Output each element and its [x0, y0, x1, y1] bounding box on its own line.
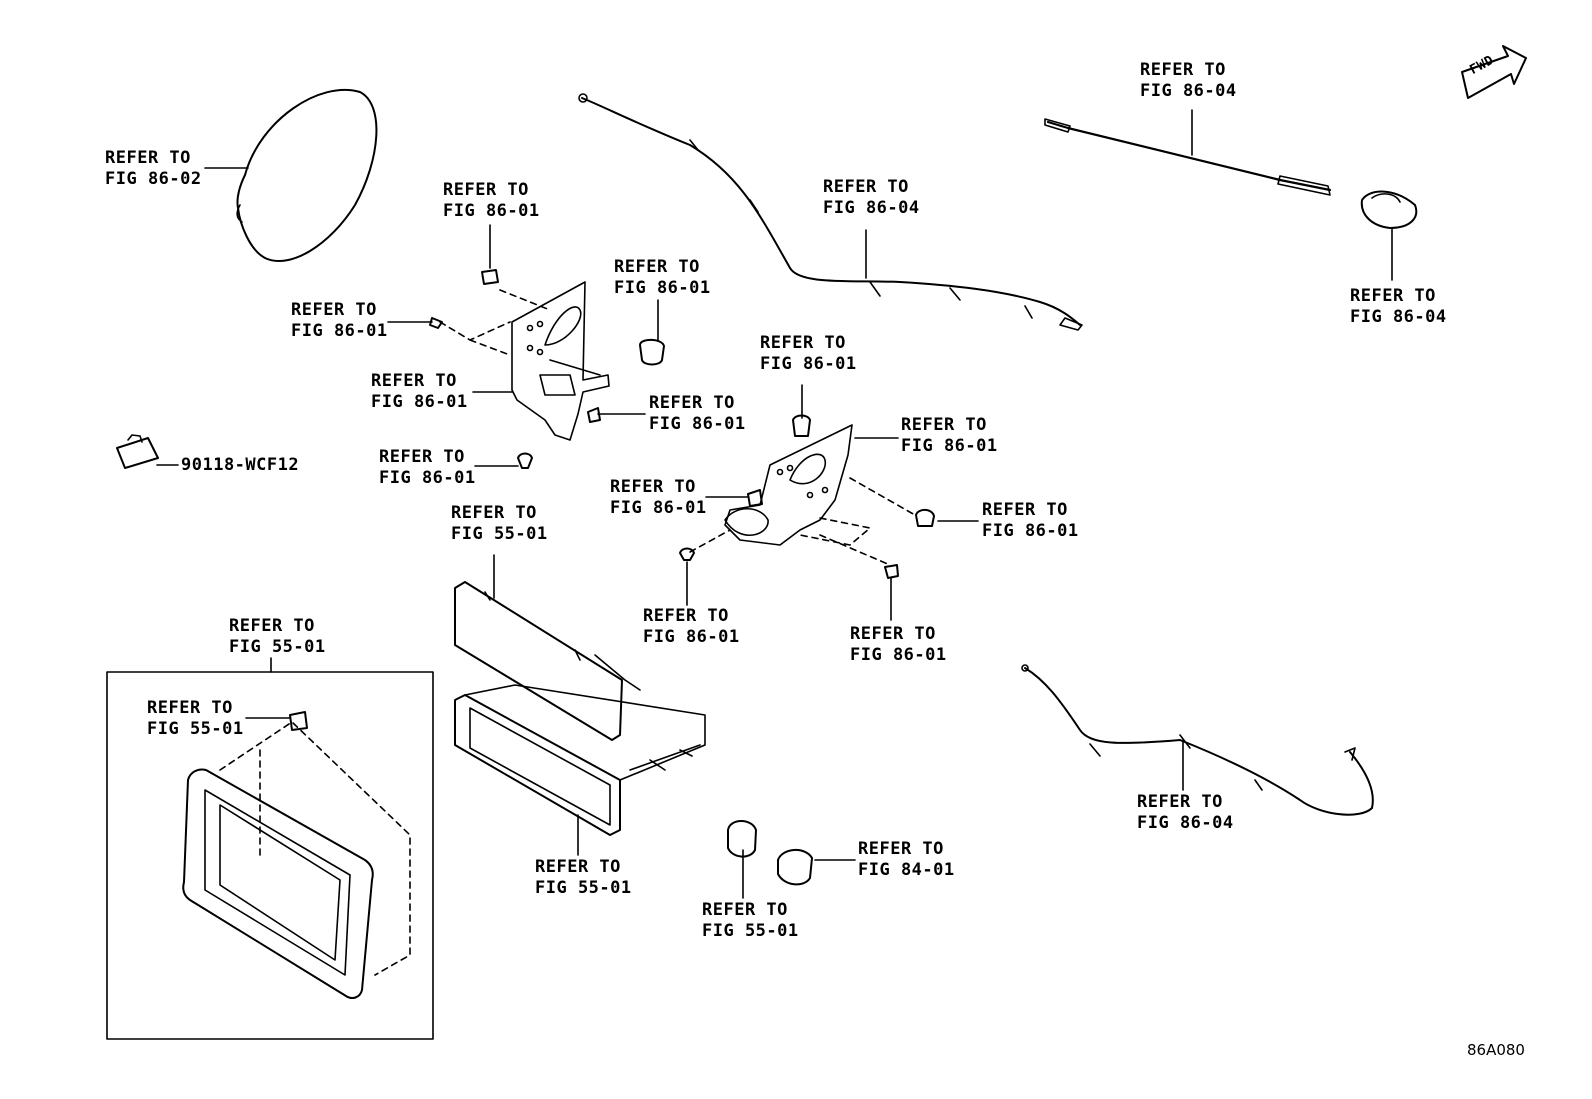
round-cover-part [236, 88, 378, 263]
screw [517, 452, 533, 469]
clip-nut [792, 414, 811, 437]
clip-nut [481, 269, 499, 285]
left-bracket [511, 281, 610, 441]
fwd-arrow [1461, 45, 1527, 99]
speaker-cap [777, 849, 813, 886]
grommet [915, 508, 935, 527]
speaker-cap [727, 820, 757, 858]
part-number-label: 90118-WCF12 [181, 455, 300, 475]
bolt [747, 489, 763, 507]
grommet [639, 338, 665, 366]
screw [679, 547, 695, 561]
radio-pocket-box [454, 694, 621, 836]
radio-trim-panel [454, 581, 623, 741]
clip-part [289, 711, 308, 731]
wire-harness-top [581, 97, 1081, 326]
bolt [587, 407, 601, 423]
display-bezel [182, 768, 374, 999]
screw [429, 317, 443, 329]
screw [884, 564, 899, 579]
figure-code: 86A080 [1467, 1041, 1525, 1059]
assembly-box [106, 671, 434, 1040]
small-clip-part [116, 437, 159, 469]
wire-harness-bottom [1024, 667, 1374, 816]
right-bracket [724, 424, 853, 546]
antenna-rod [1046, 120, 1332, 192]
antenna-base [1360, 190, 1418, 229]
